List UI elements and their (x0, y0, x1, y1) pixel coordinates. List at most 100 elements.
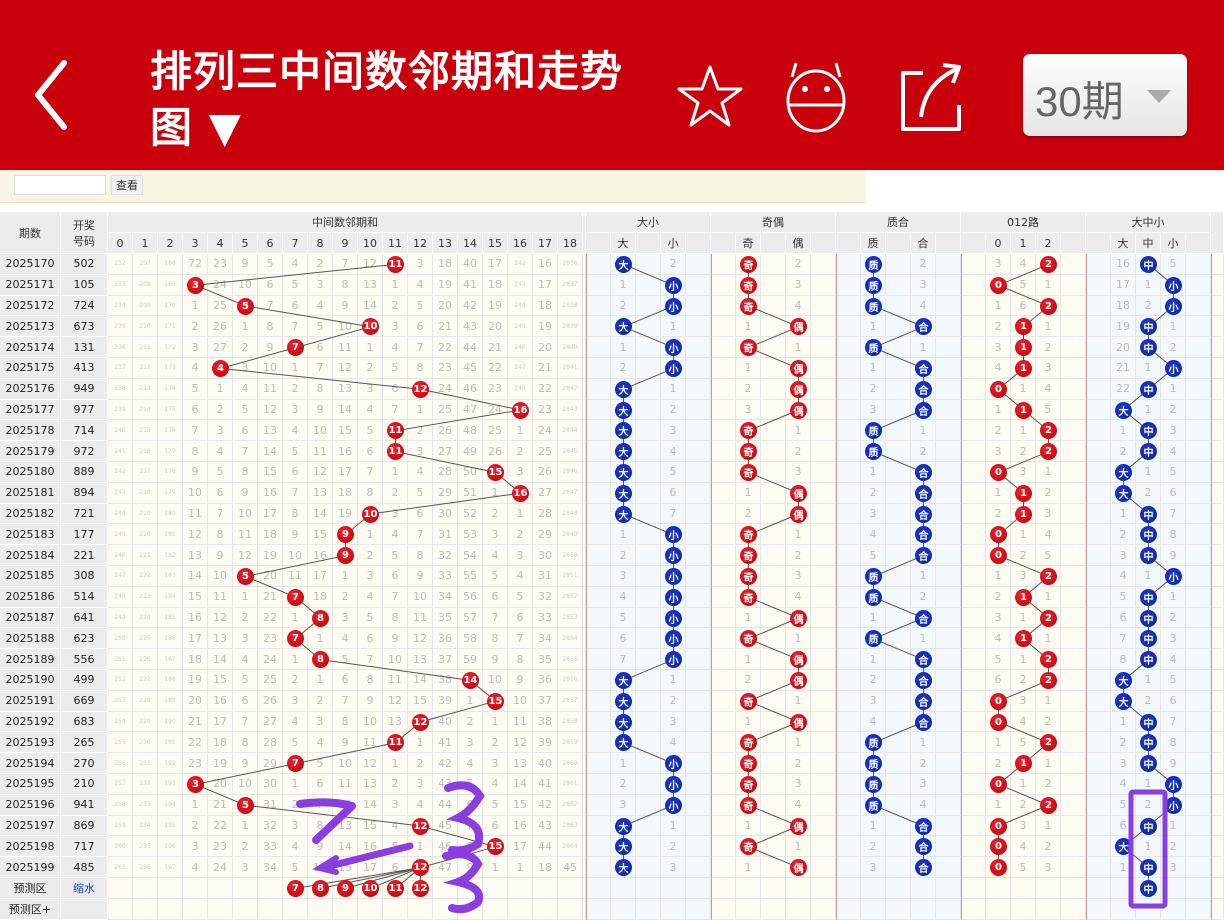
predict-cell[interactable] (611, 898, 636, 920)
predict-cell[interactable] (458, 878, 483, 899)
shrink-link[interactable]: 缩水 (61, 878, 108, 899)
sum-cell: 211 (133, 337, 158, 358)
back-icon[interactable] (30, 55, 80, 135)
predict-cell[interactable] (483, 878, 508, 899)
predict-cell[interactable] (333, 898, 358, 920)
predict-cell[interactable] (533, 898, 558, 920)
predict-cell[interactable] (308, 898, 333, 920)
predict-cell[interactable] (761, 878, 786, 899)
sum-cell: 244 (108, 503, 133, 525)
predict-cell[interactable] (586, 898, 611, 920)
predict-cell[interactable] (258, 878, 283, 899)
r012-cell (1061, 524, 1086, 546)
predict-cell[interactable] (911, 898, 936, 920)
predict-cell[interactable] (233, 878, 258, 899)
predict-cell[interactable] (208, 878, 233, 899)
predict-cell[interactable] (861, 878, 886, 899)
predict-cell[interactable] (108, 898, 133, 920)
predict-cell[interactable] (1086, 898, 1111, 920)
predict-cell[interactable] (1036, 898, 1061, 920)
predict-cell[interactable] (1086, 878, 1111, 899)
predict-cell[interactable] (1111, 898, 1136, 920)
bms-ball: 小 (1165, 297, 1182, 315)
predict-cell[interactable] (836, 878, 861, 899)
predict-cell[interactable] (1061, 898, 1086, 920)
predict-cell[interactable] (458, 898, 483, 920)
predict-cell[interactable] (1186, 898, 1211, 920)
sum-cell: 10 (208, 566, 233, 587)
star-icon[interactable] (674, 55, 746, 135)
predict-cell[interactable] (886, 878, 911, 899)
predict-cell[interactable] (761, 898, 786, 920)
predict-cell[interactable] (1186, 878, 1211, 899)
predict-cell[interactable] (961, 898, 986, 920)
predict-cell[interactable] (483, 898, 508, 920)
bs-cell (636, 399, 661, 421)
predict-cell[interactable] (711, 878, 736, 899)
predict-cell[interactable] (508, 898, 533, 920)
predict-cell[interactable] (661, 878, 686, 899)
period-select[interactable]: 30期 (1023, 54, 1187, 136)
predict-cell[interactable] (158, 878, 183, 899)
issue-search-input[interactable] (14, 175, 106, 195)
predict-cell[interactable] (383, 898, 408, 920)
predict-cell[interactable] (986, 878, 1011, 899)
sum-cell: 2864 (558, 836, 583, 858)
predict-cell[interactable] (133, 898, 158, 920)
predict-cell[interactable] (258, 898, 283, 920)
predict-cell[interactable] (358, 898, 383, 920)
predict-cell[interactable] (1061, 878, 1086, 899)
predict-cell[interactable] (1011, 878, 1036, 899)
share-icon[interactable] (893, 55, 965, 135)
predict-cell[interactable] (861, 898, 886, 920)
predict-cell[interactable] (183, 878, 208, 899)
predict-cell[interactable] (661, 898, 686, 920)
predict-cell[interactable] (811, 878, 836, 899)
predict-cell[interactable] (686, 878, 711, 899)
predict-cell[interactable] (911, 878, 936, 899)
predict-cell[interactable] (936, 878, 961, 899)
predict-cell[interactable] (533, 878, 558, 899)
predict-cell[interactable] (183, 898, 208, 920)
predict-cell[interactable] (636, 878, 661, 899)
predict-cell[interactable] (686, 898, 711, 920)
predict-cell[interactable] (283, 898, 308, 920)
view-button[interactable]: 查看 (111, 175, 143, 195)
predict-cell[interactable] (786, 878, 811, 899)
predict-cell[interactable] (1161, 878, 1186, 899)
predict-cell[interactable] (836, 898, 861, 920)
robot-icon[interactable] (780, 55, 852, 135)
predict-cell[interactable] (1111, 878, 1136, 899)
predict-cell[interactable] (961, 878, 986, 899)
predict-cell[interactable] (208, 898, 233, 920)
sum-cell: 28 (258, 732, 283, 754)
predict-cell[interactable] (736, 898, 761, 920)
page-title[interactable]: 排列三中间数邻期和走势图 ▼ (150, 47, 624, 152)
predict-cell[interactable] (1161, 898, 1186, 920)
predict-cell[interactable] (1136, 898, 1161, 920)
predict-cell[interactable] (108, 878, 133, 899)
sum-ball: 15 (487, 463, 504, 481)
predict-cell[interactable] (233, 898, 258, 920)
predict-cell[interactable] (433, 878, 458, 899)
predict-cell[interactable] (508, 878, 533, 899)
predict-cell[interactable] (558, 898, 583, 920)
r012-cell: 4 (1011, 711, 1036, 733)
predict-cell[interactable] (736, 878, 761, 899)
predict-cell[interactable] (158, 898, 183, 920)
predict-cell[interactable] (133, 878, 158, 899)
predict-cell[interactable] (558, 878, 583, 899)
predict-cell[interactable] (711, 898, 736, 920)
predict-cell[interactable] (611, 878, 636, 899)
predict-cell[interactable] (936, 898, 961, 920)
predict-cell[interactable] (811, 898, 836, 920)
predict-cell[interactable] (433, 898, 458, 920)
predict-cell[interactable] (786, 898, 811, 920)
predict-cell[interactable] (408, 898, 433, 920)
predict-cell[interactable] (1036, 878, 1061, 899)
predict-cell[interactable] (1011, 898, 1036, 920)
predict-cell[interactable] (586, 878, 611, 899)
predict-cell[interactable] (986, 898, 1011, 920)
predict-cell[interactable] (886, 898, 911, 920)
predict-cell[interactable] (636, 898, 661, 920)
